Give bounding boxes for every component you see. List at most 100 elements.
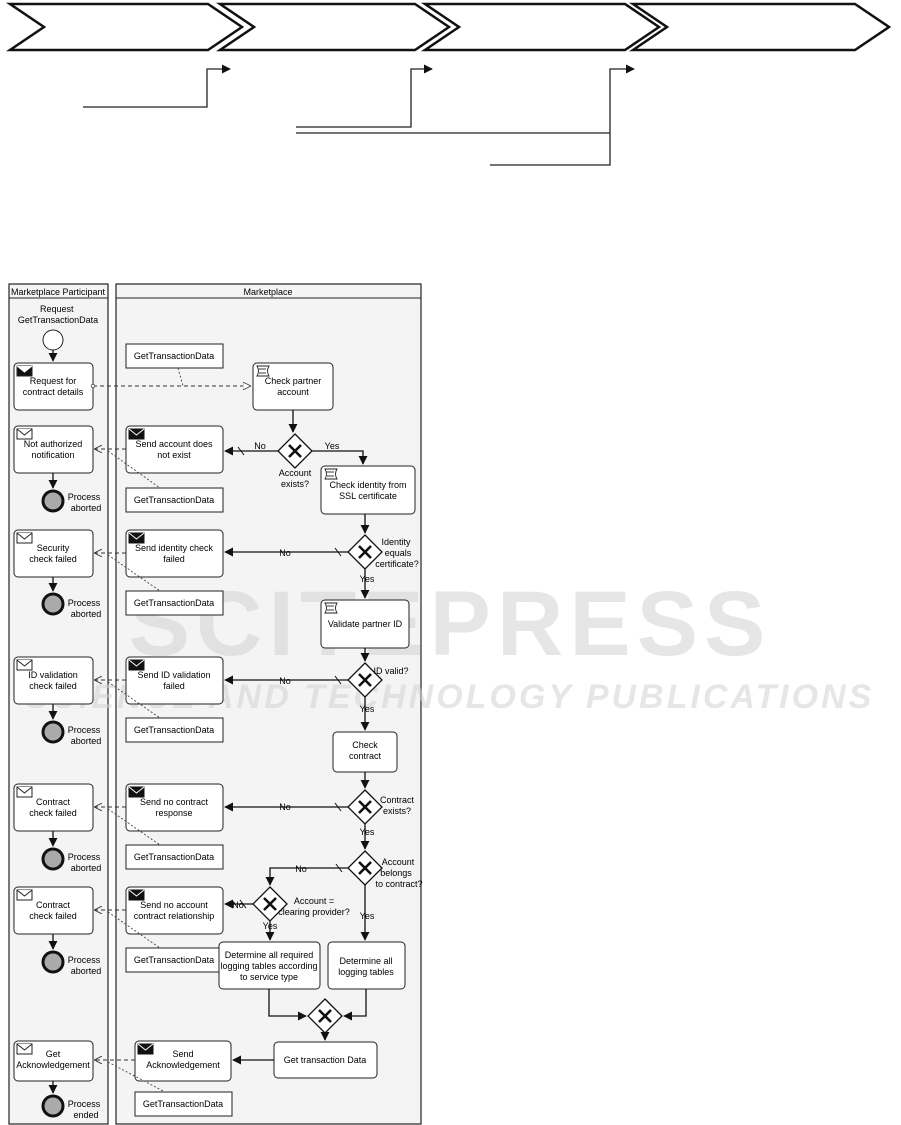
filled-envelope-icon [128,532,145,544]
gateway-identity-equals[interactable] [347,534,383,570]
lane-participant-title: Marketplace Participant [11,287,106,297]
chevron-3 [420,2,662,52]
envelope-icon [16,659,33,671]
watermark-text: SCITEPRESS [129,573,772,675]
svg-text:Yes: Yes [325,441,340,451]
envelope-icon [16,1043,33,1055]
data-objects: GetTransactionData GetTransactionData Ge… [125,343,233,1117]
svg-text:GetTransactionData: GetTransactionData [134,725,214,735]
data-object-4: GetTransactionData [125,717,224,743]
svg-text:Yes: Yes [360,574,375,584]
svg-text:No: No [279,548,291,558]
filled-envelope-icon [128,786,145,798]
end-event-ended [41,1094,65,1118]
data-object-1: GetTransactionData [125,343,224,369]
associations [107,367,184,1093]
task-get-transaction-data[interactable]: Get transaction Data [273,1041,378,1079]
filled-envelope-icon [128,428,145,440]
svg-text:Yes: Yes [360,704,375,714]
data-object-2: GetTransactionData [125,487,224,513]
svg-text:No: No [279,802,291,812]
header-connectors [83,64,635,166]
data-object-3: GetTransactionData [125,590,224,616]
filled-envelope-icon [128,889,145,901]
message-flows [93,386,250,1060]
chevron-1 [5,2,245,52]
svg-text:GetTransactionData: GetTransactionData [134,955,214,965]
envelope-icon [16,889,33,901]
chevron-2 [215,2,452,52]
gateway-clearing-provider[interactable] [252,886,288,922]
svg-text:No: No [254,441,266,451]
end-event-aborted-4 [41,847,65,871]
svg-text:Account =clearing provider?: Account =clearing provider? [278,896,350,917]
gateways [252,433,383,1034]
filled-envelope-icon [137,1043,154,1055]
chevron-4 [628,2,892,52]
svg-text:GetTransactionData: GetTransactionData [143,1099,223,1109]
gateway-contract-exists[interactable] [347,789,383,825]
svg-text:GetTransactionData: GetTransactionData [134,495,214,505]
svg-text:Get transaction Data: Get transaction Data [284,1055,367,1065]
gateway-parallel-join[interactable] [307,998,343,1034]
lane-marketplace-title: Marketplace [243,287,292,297]
script-icon [324,468,338,480]
end-events [41,489,65,1118]
svg-text:Yes: Yes [263,921,278,931]
flow-labels: No Yes No Yes No Yes No Yes No No Yes Ye… [232,441,375,931]
envelope-icon [16,786,33,798]
svg-text:No: No [232,900,244,910]
envelope-icons-participant [16,365,33,1055]
filled-envelope-icon [128,659,145,671]
svg-text:Validate partner ID: Validate partner ID [328,619,403,629]
start-event-label: Request GetTransactionData [18,304,98,325]
filled-envelope-icon [16,365,33,377]
script-icon [256,365,270,377]
svg-text:GetTransactionData: GetTransactionData [134,351,214,361]
start-event[interactable] [42,329,64,351]
svg-text:Yes: Yes [360,827,375,837]
gateway-account-exists[interactable] [277,433,313,469]
script-icons [256,365,338,614]
svg-text:No: No [295,864,307,874]
